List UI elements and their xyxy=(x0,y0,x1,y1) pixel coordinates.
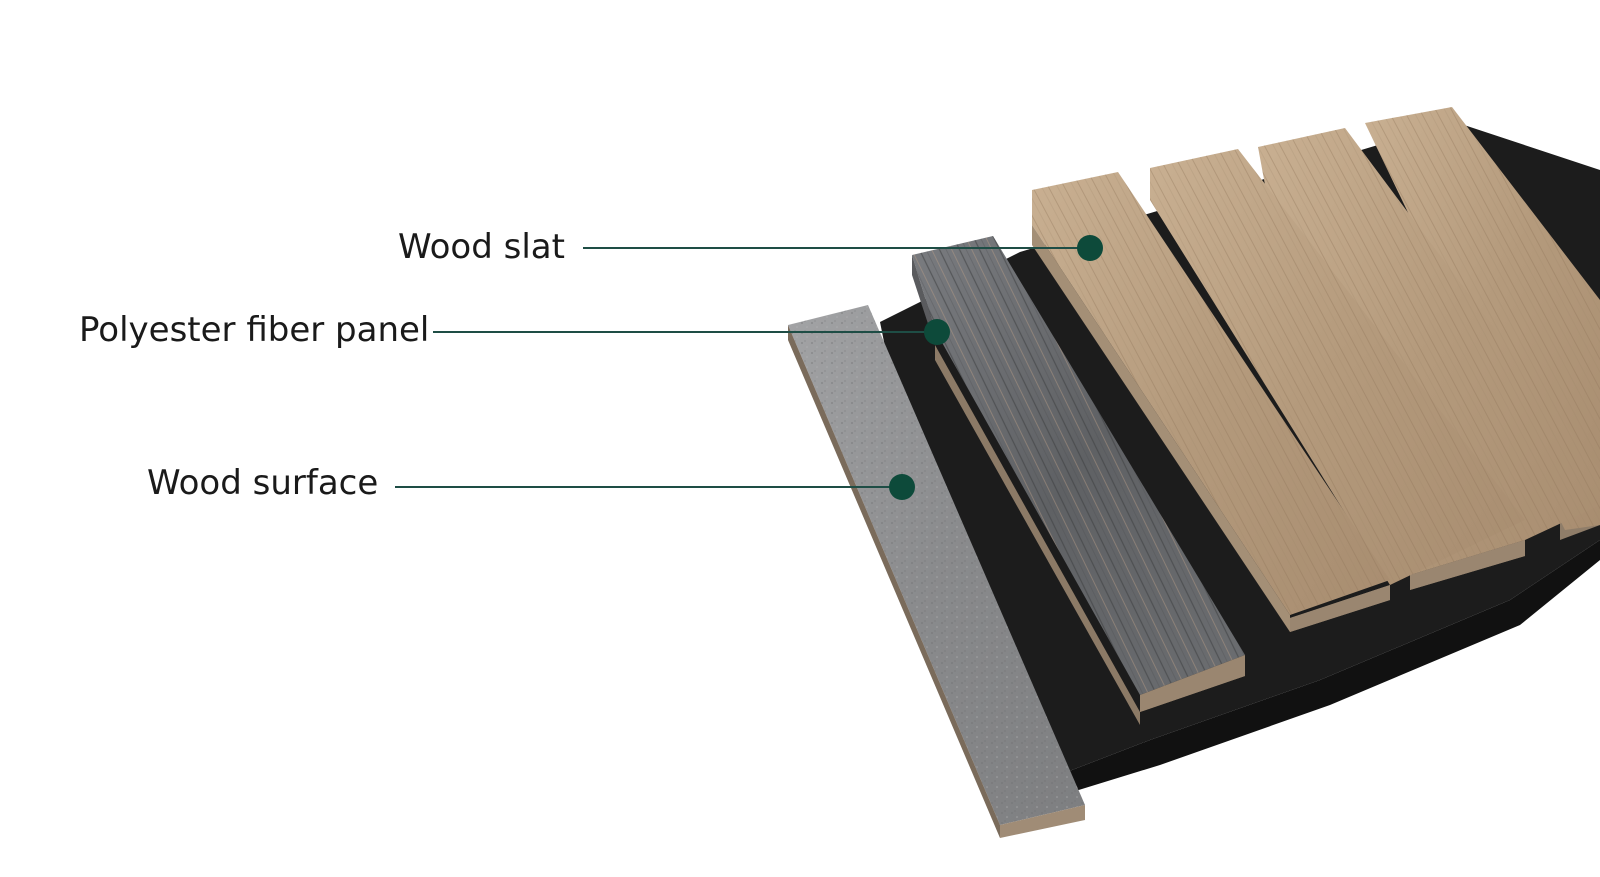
oak-slat-2 xyxy=(1150,149,1525,632)
stone-slat xyxy=(788,305,1085,838)
grey-slat xyxy=(912,236,1245,725)
label-wood-slat: Wood slat xyxy=(398,227,565,267)
callout-wood-slat xyxy=(583,235,1103,261)
label-polyester-fiber-panel: Polyester fiber panel xyxy=(79,310,430,350)
callout-polyester xyxy=(433,319,950,345)
marker-dot-wood-surface xyxy=(889,474,915,500)
label-wood-surface: Wood surface xyxy=(147,463,379,503)
oak-slat-3 xyxy=(1258,128,1600,590)
oak-slat-1 xyxy=(1032,172,1390,632)
marker-dot-wood-slat xyxy=(1077,235,1103,261)
marker-dot-polyester xyxy=(924,319,950,345)
callout-wood-surface xyxy=(395,474,915,500)
